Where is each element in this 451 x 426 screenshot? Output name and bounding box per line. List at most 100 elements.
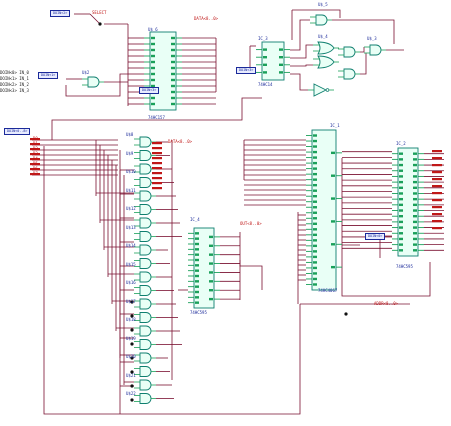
ground-dot bbox=[344, 312, 348, 316]
ic-right-pin-label-right bbox=[413, 237, 417, 241]
ic-big-pin-label-left bbox=[313, 156, 317, 159]
data-net-label: D2 bbox=[33, 146, 38, 151]
ic-mid-pin-label-right bbox=[209, 280, 213, 283]
ic-schmitt-top-pin-label-left bbox=[263, 56, 267, 59]
ic-big-pin-label-left bbox=[313, 183, 317, 187]
ic-right-pin-label-left bbox=[399, 152, 403, 155]
ic-right-pin-label-right bbox=[413, 232, 417, 235]
ic-mux-top-pin-label-left bbox=[151, 36, 155, 40]
ic-right-pin-label-left bbox=[399, 180, 403, 184]
and-gate-body bbox=[139, 258, 152, 269]
ic-big-pin-label-left bbox=[313, 255, 317, 259]
ic-big-pin-label-right bbox=[331, 174, 335, 177]
gate-u4-b-body bbox=[317, 55, 335, 69]
gate-u7 bbox=[338, 46, 360, 58]
and-gate-body bbox=[139, 366, 152, 377]
gate-u7-body bbox=[343, 46, 356, 58]
ic-mid-pin-label-right bbox=[209, 271, 213, 274]
and-gate bbox=[134, 217, 156, 229]
ic-right-pin-label-left bbox=[399, 209, 403, 212]
ic-big-pin-label-left bbox=[313, 134, 317, 137]
ic-big-pin-label-right bbox=[331, 220, 335, 223]
and-gate-body bbox=[139, 393, 152, 404]
component-layer bbox=[30, 14, 442, 404]
input-port-doin-0: DOIN<0> bbox=[365, 233, 386, 240]
data-net-label: D0 bbox=[33, 136, 38, 141]
ic-right-pin-label-right bbox=[413, 169, 417, 172]
ic-right-pin-label-right bbox=[413, 203, 417, 207]
ic-mux-top-pin-label-right bbox=[171, 102, 175, 106]
gate-label: U$9 bbox=[126, 150, 134, 156]
ic-big-pin-label-left bbox=[313, 228, 317, 231]
ic-mid-pin-label-left bbox=[195, 296, 199, 299]
ic-label-schmitt-top: IC_3 bbox=[258, 36, 268, 41]
ic-mux-top-pin-label-right bbox=[171, 48, 175, 52]
ic-mux-top-pin-label-right bbox=[171, 66, 175, 70]
and-gate bbox=[134, 204, 156, 215]
wire-logic-2 bbox=[290, 44, 313, 59]
net-tag bbox=[30, 168, 40, 171]
ic-big-pin-label-left bbox=[313, 217, 317, 220]
ic-right-pin-label-right bbox=[413, 152, 417, 155]
legend-line-2: DOIN<1> IN_1 bbox=[0, 76, 29, 81]
ic-label-mux-top: U$_6 bbox=[148, 27, 158, 32]
net-tag bbox=[432, 227, 442, 230]
net-tag bbox=[432, 199, 442, 202]
buffer-u6-body bbox=[313, 83, 328, 97]
junction-dot bbox=[130, 398, 134, 402]
net-tag bbox=[30, 143, 40, 146]
ic-mux-top-pin-label-left bbox=[151, 72, 155, 76]
ic-schmitt-top-body bbox=[261, 41, 285, 81]
gate-u4-b bbox=[313, 55, 339, 69]
and-gate bbox=[134, 298, 156, 310]
wire-right-loop bbox=[341, 158, 431, 297]
ic-big bbox=[306, 129, 342, 291]
ic-right-pin-label-right bbox=[413, 209, 417, 212]
ic-big-pin-label-left bbox=[313, 283, 317, 286]
net-tag bbox=[30, 148, 40, 151]
ic-right-pin-label-left bbox=[399, 175, 403, 178]
ic-mid-pin-label-left bbox=[195, 285, 199, 288]
ic-right-pin-label-left bbox=[399, 220, 403, 224]
ic-right-pin-label-right bbox=[413, 197, 417, 201]
data-net-label: D6 bbox=[33, 166, 38, 171]
and-gate-body bbox=[139, 231, 152, 242]
ic-big-pin-label-left bbox=[313, 277, 317, 281]
wire-logic-7 bbox=[360, 53, 367, 75]
ic-right-body bbox=[397, 147, 419, 257]
ic-schmitt-top-pin-label-right bbox=[279, 63, 283, 66]
legend-line-1: DOIN<0> IN_0 bbox=[0, 70, 29, 75]
ic-right-pin-label-left bbox=[399, 158, 403, 161]
net-label-addr: ADDR<8..0> bbox=[374, 301, 399, 306]
ic-big-pin-label-left bbox=[313, 139, 317, 143]
and-gate bbox=[134, 352, 156, 364]
ic-mid-pin-label-left bbox=[195, 237, 199, 240]
and-gate-body bbox=[139, 298, 152, 310]
ic-mid-pin-label-right bbox=[209, 235, 213, 239]
ic-mid-pin-label-right bbox=[209, 253, 213, 256]
and-gate-body bbox=[139, 285, 152, 296]
ic-schmitt-top-pin-label-left bbox=[263, 71, 267, 74]
ic-mid-pin-label-left bbox=[195, 248, 199, 251]
input-port-doin-1: DOIN<1> bbox=[38, 72, 59, 79]
ic-big-pin-label-left bbox=[313, 261, 317, 264]
ic-right-pin-label-right bbox=[413, 243, 417, 246]
gate-label-u2: U$2 bbox=[82, 70, 90, 75]
ic-label-mid: IC_4 bbox=[190, 217, 200, 222]
gate-label: U$10 bbox=[126, 169, 136, 174]
gate-label: U$12 bbox=[126, 206, 136, 211]
ic-right-pin-label-left bbox=[399, 163, 403, 167]
gate-label-u4: U$_4 bbox=[318, 34, 328, 39]
net-tag bbox=[152, 162, 162, 165]
ic-mid-pin-label-left bbox=[195, 290, 199, 294]
ic-mux-top-pin-label-right bbox=[171, 78, 175, 82]
junction-dot bbox=[130, 300, 134, 304]
and-gate bbox=[134, 366, 156, 377]
and-gate bbox=[134, 258, 156, 269]
net-tag bbox=[152, 172, 162, 175]
and-gate-body bbox=[139, 379, 152, 391]
and-gate-body bbox=[139, 150, 152, 161]
ic-right-pin-label-right bbox=[413, 215, 417, 218]
data-net-label: D5 bbox=[33, 161, 38, 166]
